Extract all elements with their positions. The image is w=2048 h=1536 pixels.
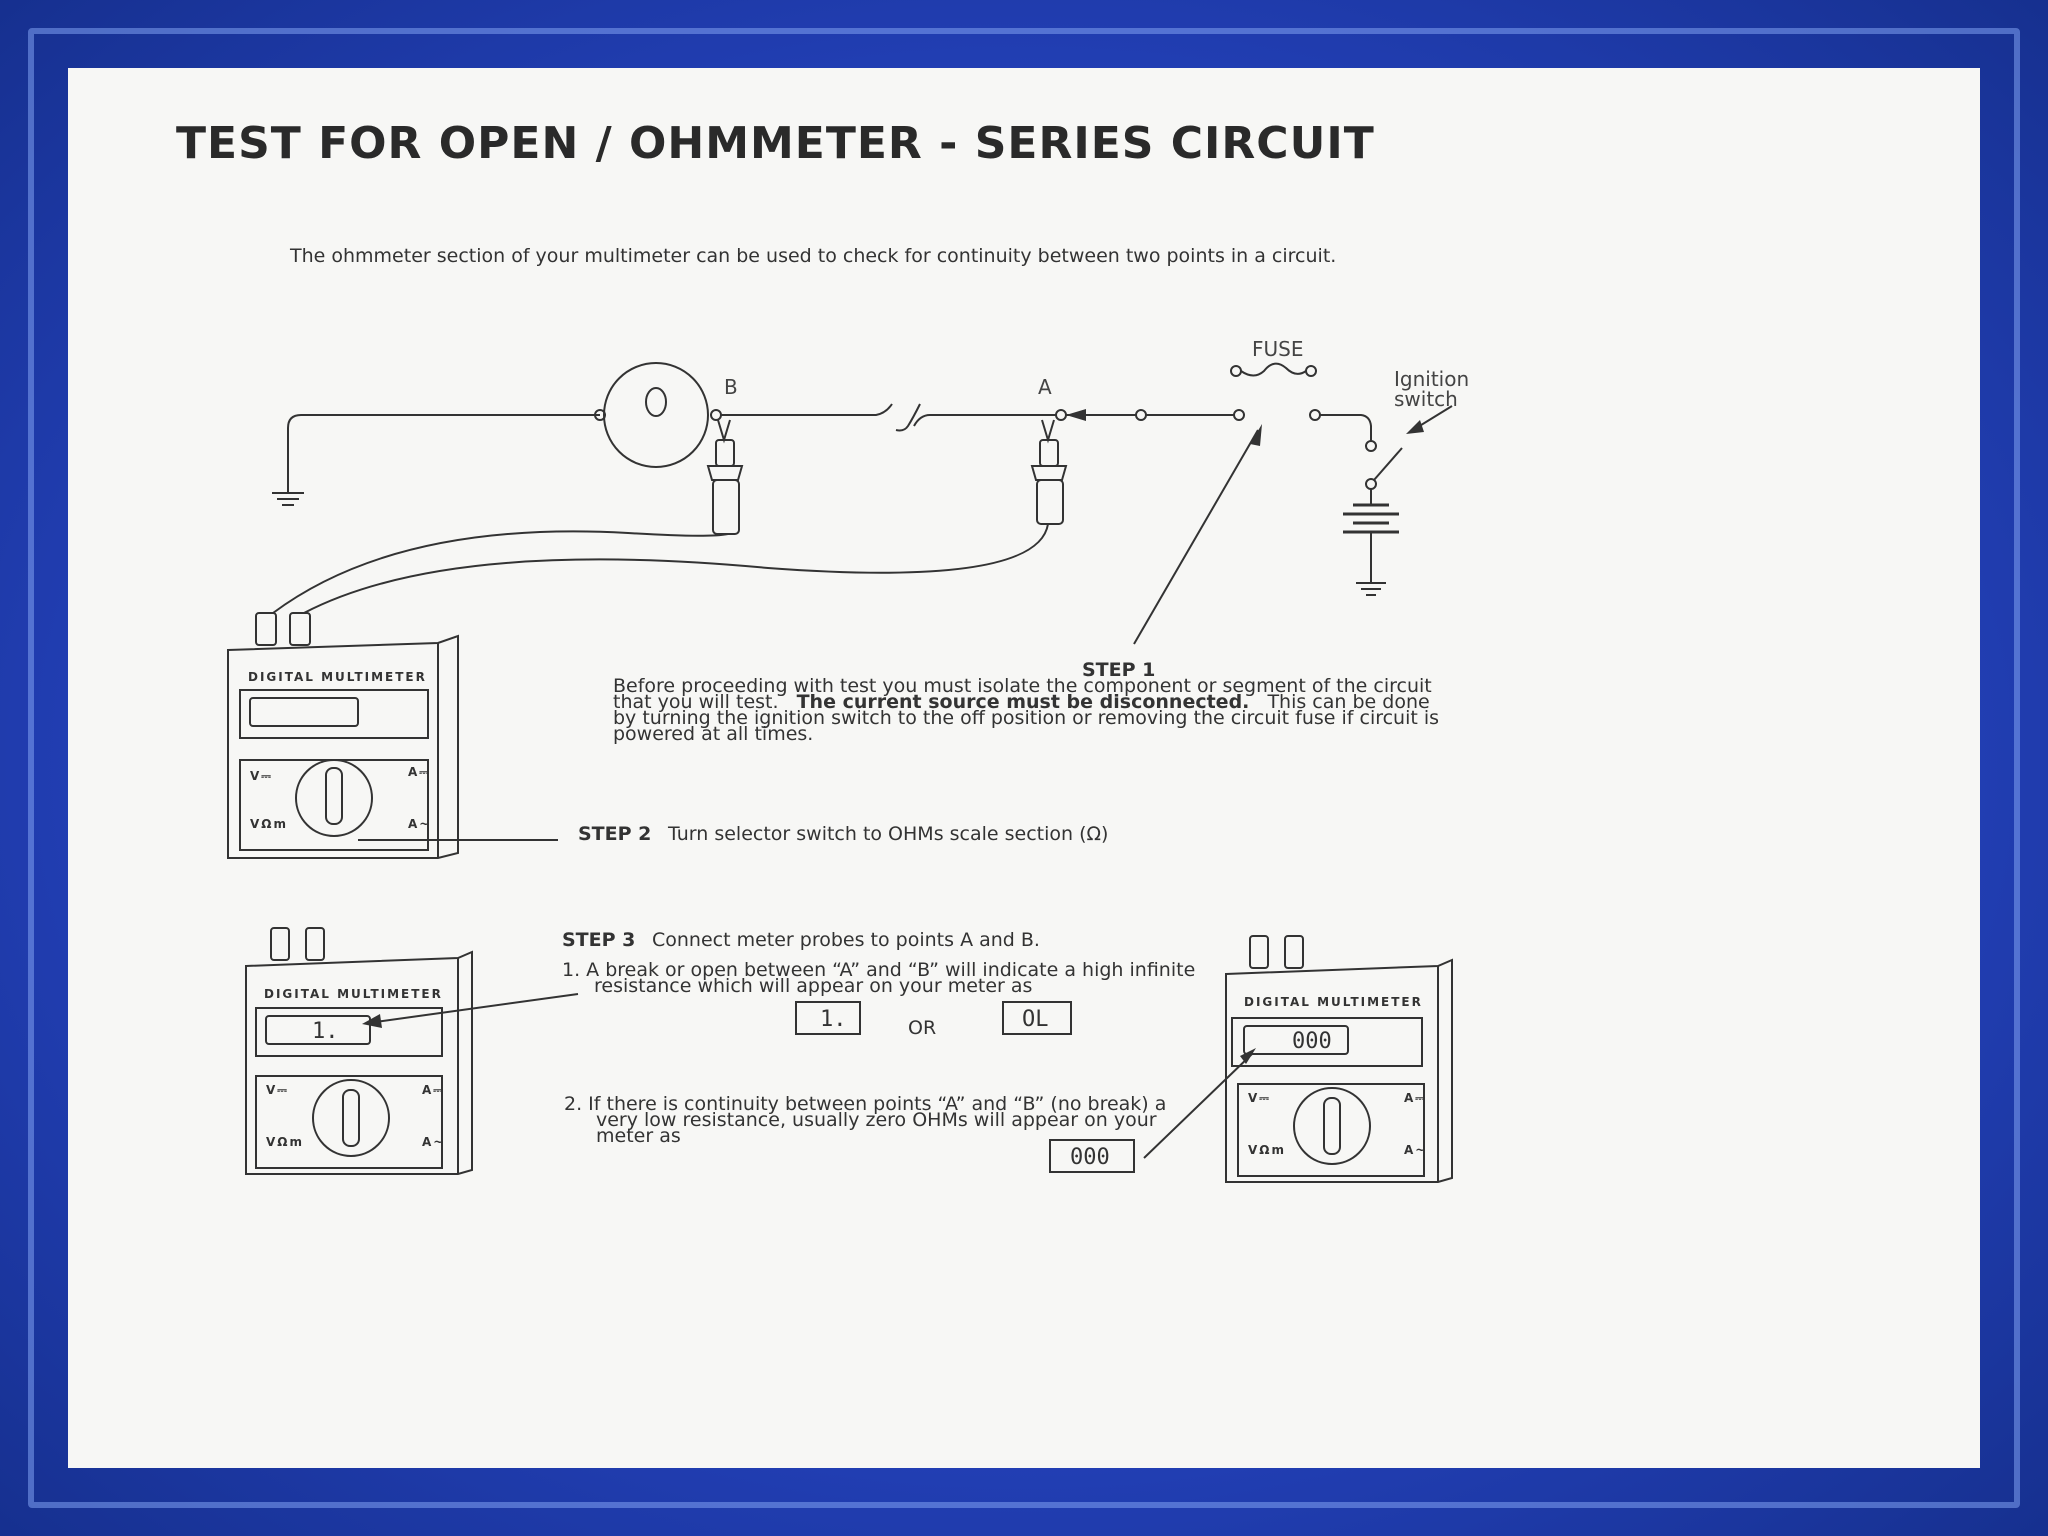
intro-text: The ohmmeter section of your multimeter … (289, 245, 1336, 267)
ground-wire (287, 414, 600, 493)
reading-box-zero (1049, 1139, 1135, 1173)
diagram-sheet: TEST FOR OPEN / OHMMETER - SERIES CIRCUI… (68, 68, 1980, 1468)
meter-display-1 (249, 697, 359, 727)
step1-line1: Before proceeding with test you must iso… (613, 675, 1432, 697)
fuse-symbol (1230, 362, 1317, 377)
slide-frame (28, 28, 2020, 1508)
point-a-label: A (1038, 375, 1052, 399)
or-label: OR (908, 1017, 936, 1039)
fuse-label: FUSE (1252, 337, 1303, 361)
reading-box-ol (1002, 1001, 1072, 1035)
knob-label-a1-2: A⎓ (422, 1083, 445, 1097)
step3-item2-line1: 2. If there is continuity between points… (564, 1093, 1166, 1115)
arrow-to-a (1066, 409, 1086, 421)
wire-b-to-break (721, 403, 893, 416)
meter-display-open: 1. (312, 1019, 339, 1044)
knob-label-vohm-2: VΩm (266, 1135, 304, 1149)
knob-label-a2-3: A~ (1404, 1143, 1427, 1157)
selector-knob-1 (295, 759, 373, 837)
circuit-diagram: TEST FOR OPEN / OHMMETER - SERIES CIRCUI… (176, 118, 1469, 1183)
page-title: TEST FOR OPEN / OHMMETER - SERIES CIRCUI… (176, 118, 1375, 169)
step2-heading: STEP 2 (578, 823, 651, 845)
reading-box-one (795, 1001, 861, 1035)
ignition-label-1: Ignition (1394, 367, 1469, 391)
wire-break-to-a (913, 414, 1056, 427)
pointer-to-continuity-display (1143, 1053, 1253, 1159)
meter-brand-2: DIGITAL MULTIMETER (264, 987, 443, 1001)
probe-b (706, 419, 744, 535)
meter-brand-3: DIGITAL MULTIMETER (1244, 995, 1423, 1009)
ignition-label-2: switch (1394, 387, 1458, 411)
knob-label-vdc: V⎓ (250, 769, 273, 783)
lamp-component (594, 362, 722, 468)
step3-text: STEP 3 Connect meter probes to points A … (562, 929, 1195, 1173)
reading-ol-text: OL (1022, 1007, 1049, 1032)
meter-display-continuity: 000 (1292, 1029, 1332, 1054)
knob-label-vdc-3: V⎓ (1248, 1091, 1271, 1105)
step1-line2: that you will test. The current source m… (613, 691, 1430, 713)
series-circuit: B A FUSE Ignition switch (272, 337, 1469, 645)
ground-symbol-left (272, 492, 304, 506)
meter-brand-1: DIGITAL MULTIMETER (248, 670, 427, 684)
probe-a (1030, 419, 1068, 525)
step3-item1-line1: 1. A break or open between “A” and “B” w… (562, 959, 1195, 981)
step1-heading: STEP 1 (1082, 659, 1155, 681)
point-a-node (1055, 409, 1067, 421)
knob-label-vohm-3: VΩm (1248, 1143, 1286, 1157)
step2-text: Turn selector switch to OHMs scale secti… (667, 823, 1108, 845)
step1-line4: powered at all times. (613, 723, 813, 745)
step3-instruction: Connect meter probes to points A and B. (652, 929, 1040, 951)
wire-fuse-to-switch (1320, 414, 1372, 441)
step1-text: STEP 1 Before proceeding with test you m… (613, 659, 1439, 745)
step3-item1-line2: resistance which will appear on your met… (594, 975, 1032, 997)
multimeter-open-reading: DIGITAL MULTIMETER 1. V⎓ VΩm A⎓ A~ (245, 927, 579, 1175)
fuse-socket-left (1233, 409, 1245, 421)
reading-one-text: 1. (820, 1007, 847, 1032)
multimeter-continuity-reading: DIGITAL MULTIMETER 000 V⎓ VΩm A⎓ A~ (1143, 935, 1453, 1183)
circuit-break (895, 403, 921, 432)
knob-label-vohm: VΩm (250, 817, 288, 831)
step3-item2-line2: very low resistance, usually zero OHMs w… (596, 1109, 1157, 1131)
multimeter-step2: DIGITAL MULTIMETER V⎓ VΩm A⎓ A~ (227, 612, 558, 859)
knob-label-vdc-2: V⎓ (266, 1083, 289, 1097)
pointer-to-open-display (367, 993, 579, 1024)
fuse-socket-right (1309, 409, 1321, 421)
knob-label-a1-3: A⎓ (1404, 1091, 1427, 1105)
reading-zero-text: 000 (1070, 1145, 1110, 1170)
battery-symbol (1343, 503, 1399, 596)
point-b-label: B (724, 375, 738, 399)
ignition-switch (1365, 447, 1403, 505)
knob-label-a1: A⎓ (408, 765, 431, 779)
lead-a (303, 523, 1049, 614)
step1-arrow (1133, 429, 1259, 645)
knob-label-a2: A~ (408, 817, 431, 831)
knob-label-a2-2: A~ (422, 1135, 445, 1149)
step3-heading: STEP 3 (562, 929, 635, 951)
step1-line3: by turning the ignition switch to the of… (613, 707, 1439, 729)
step3-item2-line3: meter as (596, 1125, 681, 1147)
lead-b (272, 530, 729, 614)
